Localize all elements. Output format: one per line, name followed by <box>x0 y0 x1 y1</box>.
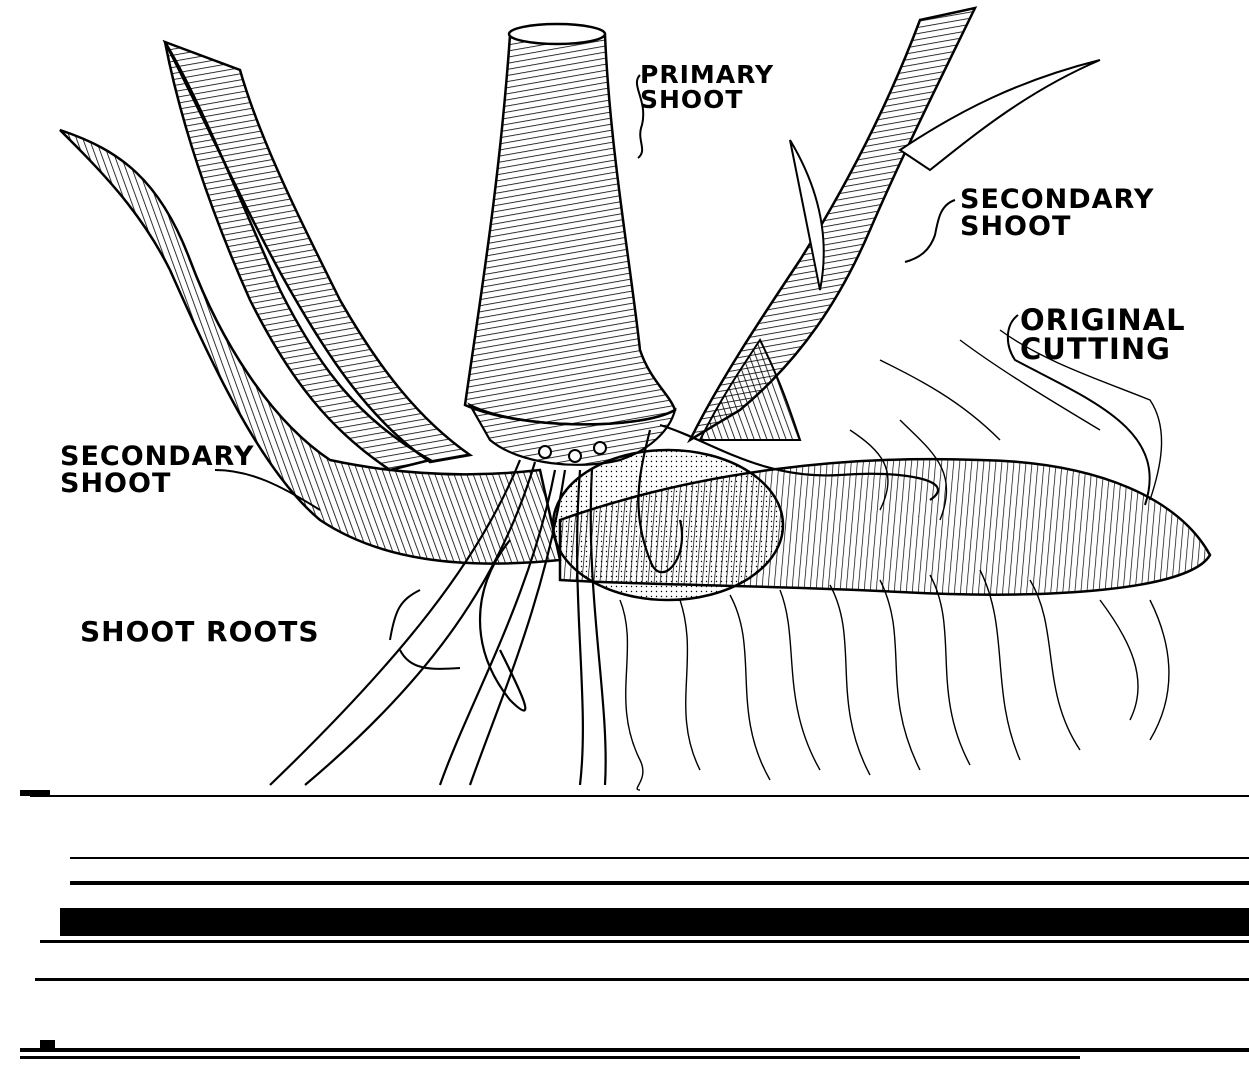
label-shoot-roots: SHOOT ROOTS <box>80 618 319 646</box>
label-secondary-shoot-left: SECONDARY SHOOT <box>60 443 254 497</box>
tuber <box>553 450 783 600</box>
label-original-cutting: ORIGINAL CUTTING <box>1020 306 1186 364</box>
label-secondary-shoot-right: SECONDARY SHOOT <box>960 186 1154 240</box>
label-primary-shoot: PRIMARY SHOOT <box>640 62 774 112</box>
bottom-bars <box>20 790 1249 1059</box>
